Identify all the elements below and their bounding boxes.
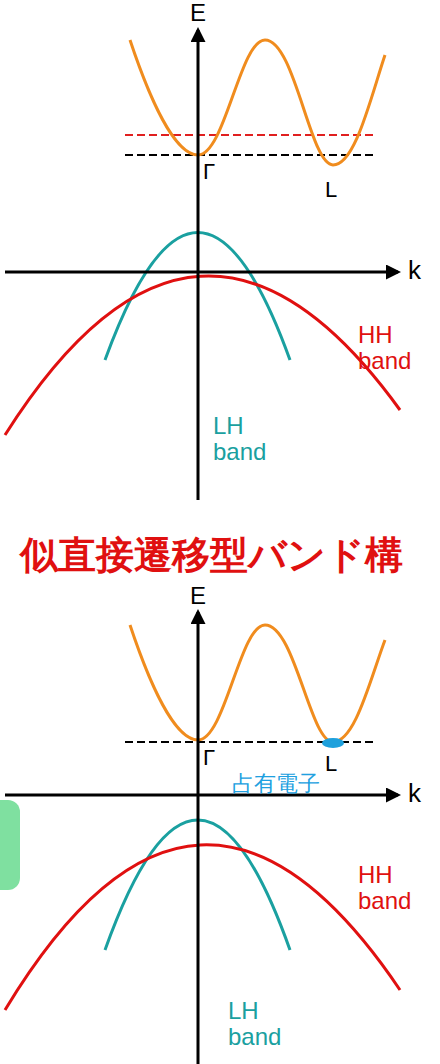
hh-band-curve — [5, 845, 400, 1010]
point-label: Γ — [203, 160, 215, 184]
point-label: L — [325, 178, 337, 202]
k-axis — [5, 271, 398, 274]
point-label: L — [325, 752, 337, 776]
hh-band-curve — [5, 276, 400, 435]
section-heading: 似直接遷移型バンド構 — [20, 535, 403, 577]
red-dashed-level — [125, 134, 375, 136]
occupied-electrons — [322, 738, 344, 748]
axis-label: k — [408, 779, 421, 808]
conduction-band — [130, 40, 385, 165]
point-label: Γ — [203, 746, 215, 770]
occupied-label: 占有電子 — [232, 772, 320, 796]
axis-label: E — [190, 0, 206, 26]
axis-label: k — [408, 256, 421, 285]
black-dashed-level — [125, 154, 375, 156]
k-axis — [5, 794, 398, 797]
energy-axis — [197, 30, 200, 500]
band-label: HH band — [358, 322, 411, 375]
band-label: LH band — [228, 998, 281, 1051]
energy-axis — [197, 612, 200, 1064]
band-label: HH band — [358, 862, 411, 915]
axis-label: E — [190, 583, 206, 609]
green-tab — [0, 800, 20, 890]
band-label: LH band — [213, 413, 266, 466]
conduction-band — [130, 625, 385, 742]
